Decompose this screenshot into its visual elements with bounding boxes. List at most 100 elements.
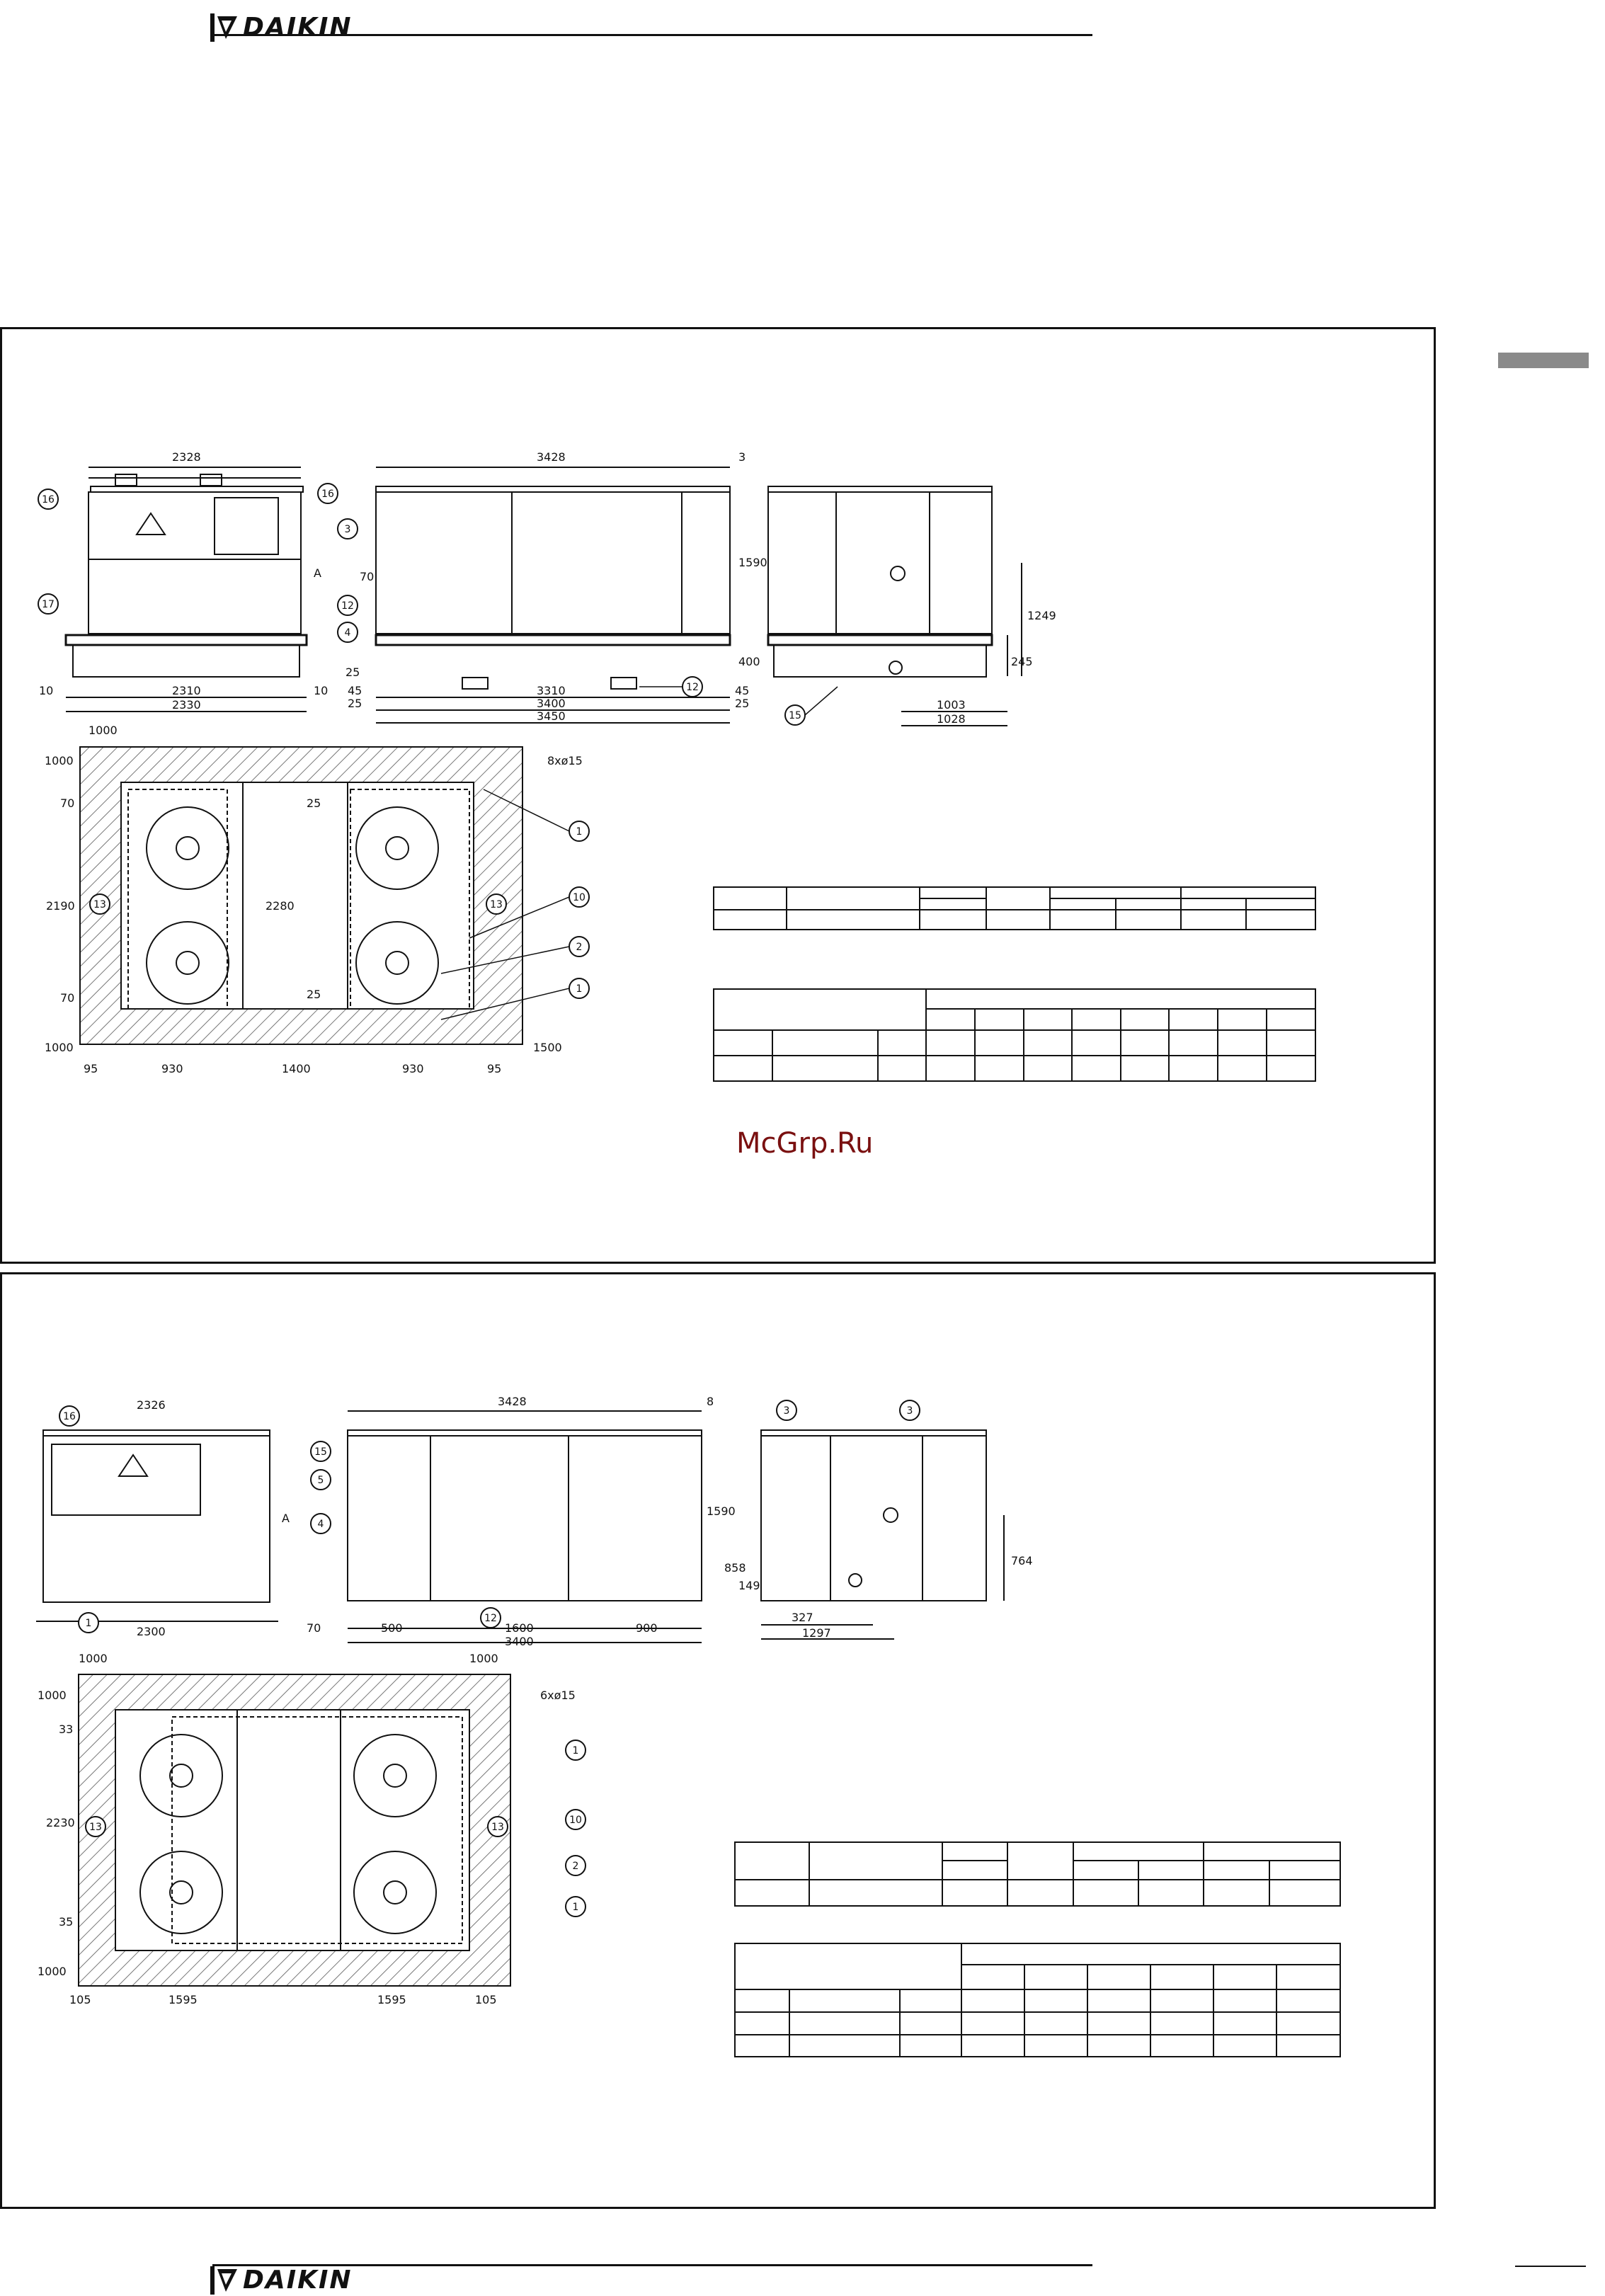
dim-text: 45 — [735, 684, 749, 697]
fan-icon — [115, 474, 222, 486]
end-view — [760, 1429, 1005, 1640]
callout-number: 16 — [321, 489, 334, 500]
header-logo: DAIKIN — [210, 13, 353, 42]
callout-number: 13 — [93, 899, 106, 910]
callout-number: 13 — [491, 1822, 504, 1833]
dim-text: 8 — [707, 1395, 714, 1408]
fan-icon — [139, 1734, 437, 1934]
dim-text: 3450 — [537, 709, 566, 723]
spec-table-2 — [713, 988, 1316, 1082]
dim-text: 1000 — [38, 1689, 67, 1702]
callout-number: 10 — [573, 892, 586, 903]
callout-number: 17 — [42, 599, 55, 610]
callout-number: 15 — [314, 1446, 327, 1458]
dim-text: 149 — [738, 1579, 760, 1592]
dim-text: 70 — [60, 796, 74, 810]
dim-text: A — [314, 566, 321, 580]
plan-view — [79, 746, 523, 1045]
dim-text: 858 — [724, 1561, 746, 1575]
dim-text: 105 — [475, 1993, 497, 2006]
page-number-rule — [1515, 2266, 1586, 2267]
side-view — [375, 467, 731, 724]
dim-text: 95 — [84, 1062, 98, 1075]
dim-text: 1000 — [38, 1965, 67, 1978]
dim-text: 25 — [348, 697, 362, 710]
dim-text: 25 — [307, 796, 321, 810]
side-view — [347, 1410, 702, 1643]
callout-number: 13 — [89, 1822, 102, 1833]
dim-text: 3428 — [537, 450, 566, 464]
dim-text: 70 — [307, 1621, 321, 1635]
plan-view — [78, 1674, 511, 1987]
dim-text: 1400 — [282, 1062, 311, 1075]
dim-text: 3310 — [537, 684, 566, 697]
dim-text: 33 — [59, 1723, 73, 1736]
dim-text: 95 — [487, 1062, 501, 1075]
dim-text: 10 — [39, 684, 53, 697]
electrical-hazard-icon — [118, 1453, 149, 1477]
dim-text: 1249 — [1027, 609, 1056, 622]
dim-text: 8xø15 — [547, 754, 583, 767]
dim-text: 2230 — [46, 1816, 75, 1829]
dim-text: 1297 — [802, 1626, 831, 1640]
callout-number: 16 — [42, 494, 55, 506]
dim-text: 6xø15 — [540, 1689, 576, 1702]
dim-text: 930 — [402, 1062, 424, 1075]
dim-text: 2328 — [172, 450, 201, 464]
dim-text: 1500 — [533, 1041, 562, 1054]
drawing-sheet-1: 2328 2310 2330 10 10 A 3428 3 1590 400 7… — [0, 327, 1436, 1264]
electrical-hazard-icon — [135, 512, 166, 535]
dim-text: 500 — [381, 1621, 403, 1635]
dim-text: 1595 — [377, 1993, 406, 2006]
dim-text: 25 — [345, 666, 360, 679]
callout-number: 3 — [345, 524, 351, 535]
dim-text: 3400 — [537, 697, 566, 710]
dim-text: 45 — [348, 684, 362, 697]
section-tab — [1498, 353, 1589, 368]
watermark-text: McGrp.Ru — [736, 1127, 874, 1160]
dim-text: 2300 — [137, 1625, 166, 1638]
dim-text: 400 — [738, 655, 760, 668]
dim-text: 1028 — [937, 712, 966, 726]
dim-text: 25 — [735, 697, 749, 710]
dim-text: 3400 — [505, 1635, 534, 1648]
dim-text: 900 — [636, 1621, 658, 1635]
spec-table-3 — [734, 1841, 1341, 1907]
dim-text: 2326 — [137, 1398, 166, 1412]
dim-text: 1590 — [738, 556, 767, 569]
callout-number: 12 — [686, 682, 699, 693]
callout-number: 3 — [907, 1405, 913, 1417]
dim-text: 1590 — [707, 1504, 736, 1518]
dim-text: 70 — [360, 570, 374, 583]
dim-text: A — [282, 1512, 290, 1525]
dim-text: 25 — [307, 988, 321, 1001]
dim-text: 3 — [738, 450, 746, 464]
callout-number: 2 — [576, 942, 583, 953]
callout-number: 4 — [318, 1519, 324, 1530]
callout-number: 1 — [576, 983, 583, 995]
callout-number: 1 — [576, 826, 583, 838]
dim-text: 1000 — [469, 1652, 498, 1665]
dim-text: 105 — [69, 1993, 91, 2006]
dim-text: 2330 — [172, 698, 201, 712]
dim-text: 764 — [1011, 1554, 1033, 1567]
dim-text: 930 — [161, 1062, 183, 1075]
dim-text: 2190 — [46, 899, 75, 913]
front-view — [64, 467, 308, 712]
fan-icon — [146, 806, 439, 1005]
dim-text: 327 — [792, 1611, 813, 1624]
callout-number: 13 — [490, 899, 503, 910]
end-view — [767, 486, 1022, 726]
spec-table-1 — [713, 886, 1316, 930]
dim-text: 35 — [59, 1915, 73, 1929]
dimension-drawing-1: 2328 2310 2330 10 10 A 3428 3 1590 400 7… — [38, 450, 1316, 1082]
callout-number: 1 — [573, 1745, 579, 1757]
callout-number: 16 — [63, 1411, 76, 1422]
dim-text: 2310 — [172, 684, 201, 697]
brand-name: DAIKIN — [243, 13, 353, 42]
callout-number: 3 — [784, 1405, 790, 1417]
dim-text: 1600 — [505, 1621, 534, 1635]
callout-number: 5 — [318, 1475, 324, 1486]
dim-text: 70 — [60, 991, 74, 1005]
callout-number: 12 — [341, 600, 354, 612]
